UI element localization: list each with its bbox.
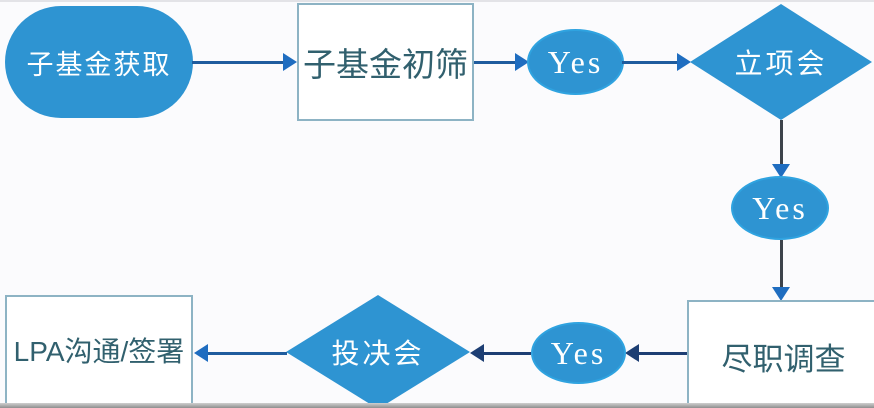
- arrow-yes3-to-decision: [470, 344, 531, 362]
- arrow-yes2-to-duediligence: [772, 240, 790, 301]
- node-start: 子基金获取: [5, 6, 193, 118]
- arrow-decision-to-lpa: [194, 344, 287, 362]
- arrow-shaft: [205, 351, 287, 355]
- arrowhead-icon: [194, 344, 208, 362]
- arrowhead-icon: [515, 53, 529, 71]
- arrow-shaft: [192, 60, 286, 64]
- arrow-shaft: [636, 351, 687, 355]
- top-edge-strip: [0, 0, 874, 2]
- arrowhead-icon: [772, 164, 790, 178]
- arrow-start-to-screening: [192, 53, 297, 71]
- node-label: 子基金初筛: [303, 46, 468, 83]
- arrowhead-icon: [470, 344, 484, 362]
- node-decision-meeting: 投决会: [286, 295, 470, 408]
- node-approval-meeting: 立项会: [690, 4, 872, 120]
- node-lpa-signing: LPA沟通/签署: [5, 295, 193, 405]
- node-label: 投决会: [331, 338, 425, 369]
- bottom-edge-strip: [0, 403, 874, 408]
- node-label: 立项会: [734, 48, 828, 79]
- arrow-shaft: [474, 60, 518, 64]
- node-yes2: Yes: [731, 176, 829, 240]
- node-label: Yes: [547, 43, 604, 80]
- node-label: Yes: [550, 334, 607, 371]
- node-due-diligence: 尽职调查: [687, 300, 874, 408]
- arrowhead-icon: [283, 53, 297, 71]
- arrow-yes1-to-approval: [622, 53, 691, 71]
- node-yes1: Yes: [527, 29, 624, 95]
- node-label: LPA沟通/签署: [13, 336, 185, 367]
- node-screening: 子基金初筛: [297, 3, 474, 121]
- arrowhead-icon: [772, 287, 790, 301]
- arrowhead-icon: [625, 344, 639, 362]
- arrow-shaft: [779, 240, 783, 290]
- arrowhead-icon: [677, 53, 691, 71]
- arrow-approval-to-yes2: [772, 120, 790, 178]
- arrow-shaft: [481, 351, 531, 355]
- node-yes3: Yes: [531, 322, 626, 384]
- arrow-shaft: [779, 120, 783, 167]
- node-label: 尽职调查: [721, 341, 846, 377]
- arrow-shaft: [622, 60, 680, 64]
- node-label: Yes: [752, 189, 808, 226]
- arrow-screening-to-yes1: [474, 53, 529, 71]
- node-label: 子基金获取: [26, 49, 172, 80]
- arrow-duediligence-to-yes3: [625, 344, 687, 362]
